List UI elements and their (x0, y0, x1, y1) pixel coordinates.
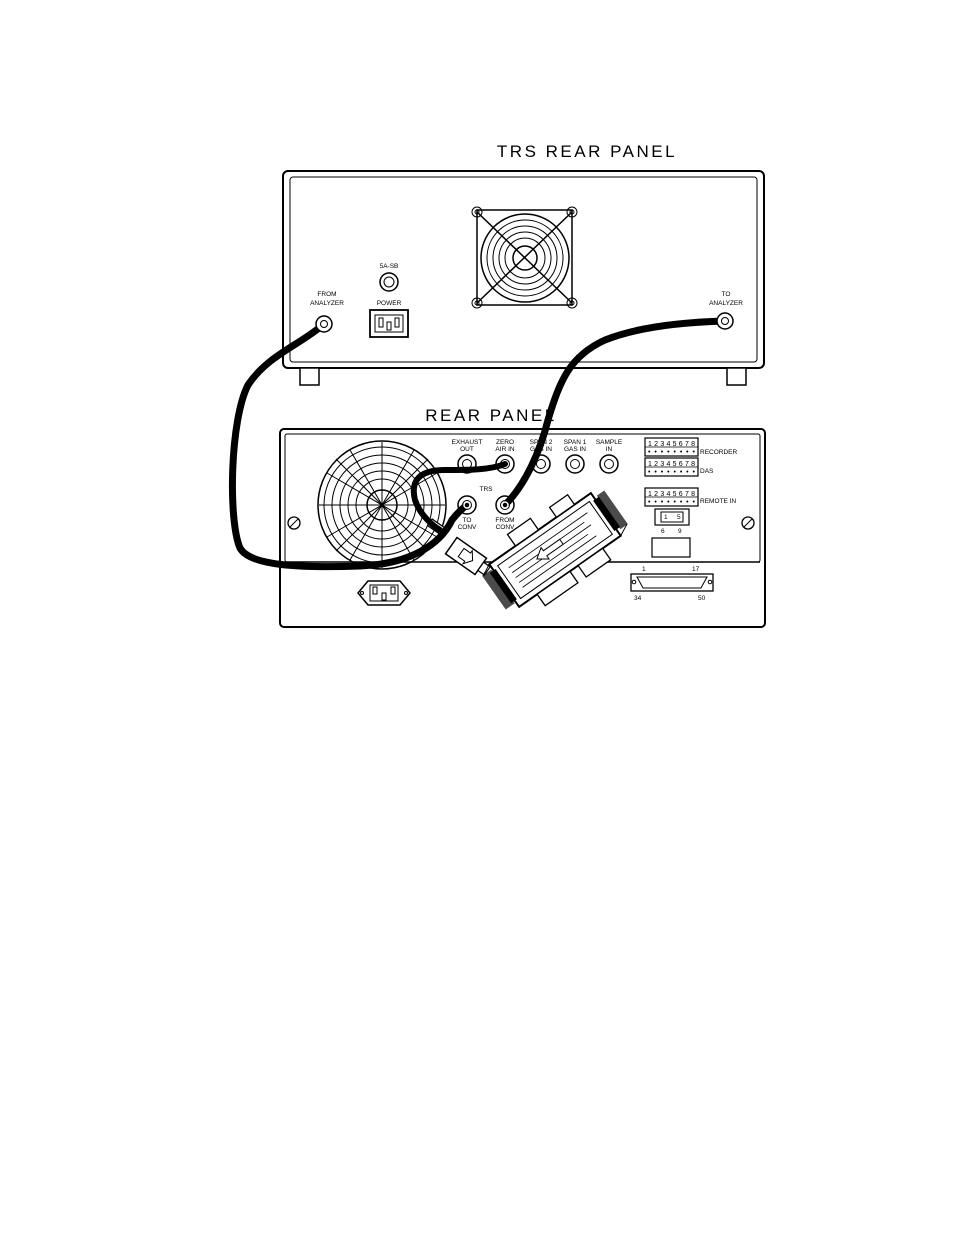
svg-text:• • • • • • • •: • • • • • • • • (648, 469, 696, 476)
trs-converter-module (482, 490, 628, 610)
tubing-loop (410, 461, 508, 533)
sample-in-label: SAMPLE (596, 439, 623, 446)
das-terminal-strip: 1 2 3 4 5 6 7 8 • • • • • • • • (644, 457, 699, 477)
from-conv-fitting-front-icon (501, 501, 509, 509)
db50-pin-1: 1 (642, 566, 646, 573)
db50-pin-50: 50 (698, 595, 706, 602)
screw-right-icon (741, 516, 755, 530)
to-conv-label: TO (463, 517, 472, 524)
trs-power-inlet-icon (369, 309, 409, 338)
trs-fuse-label: 5A-SB (380, 263, 399, 270)
trs-fuse-holder-icon (379, 272, 399, 292)
db50-pin-34: 34 (634, 595, 642, 602)
trs-to-analyzer-label: TO (722, 291, 731, 298)
trs-from-analyzer-fitting-icon (315, 315, 333, 333)
db9-pin-5: 5 (677, 514, 681, 521)
trs-panel-title: TRS REAR PANEL (497, 142, 677, 161)
db9-pin-9: 9 (678, 528, 682, 535)
das-terminal-numbers: 1 2 3 4 5 6 7 8 (648, 461, 695, 468)
to-conv-fitting-front-icon (463, 501, 471, 509)
blank-cover-plate (651, 537, 691, 558)
to-conv-label-2: CONV (458, 524, 477, 531)
db50-connector-icon (630, 573, 714, 592)
trs-to-analyzer-label-2: ANALYZER (709, 300, 743, 307)
trs-to-analyzer-fitting-icon (716, 312, 734, 330)
remote-in-label: REMOTE IN (700, 498, 736, 505)
sample-in-label-2: IN (606, 446, 613, 453)
db50-pin-17: 17 (692, 566, 700, 573)
zero-air-in-label-2: AIR IN (495, 446, 514, 453)
exhaust-out-label: EXHAUST (452, 439, 483, 446)
trs-from-analyzer-label: FROM (317, 291, 336, 298)
db9-pin-1: 1 (664, 514, 668, 521)
recorder-terminal-strip: 1 2 3 4 5 6 7 8 • • • • • • • • (644, 437, 699, 457)
analyzer-panel-title: REAR PANEL (425, 406, 556, 425)
trs-foot-left (299, 367, 320, 386)
span1-gas-in-label: SPAN 1 (564, 439, 587, 446)
remote-in-terminal-strip: 1 2 3 4 5 6 7 8 • • • • • • • • (644, 487, 699, 507)
tubing-to-analyzer (501, 317, 729, 509)
db9-connector-icon (654, 508, 690, 526)
svg-text:• • • • • • • •: • • • • • • • • (648, 449, 696, 456)
tubing-from-analyzer (228, 320, 471, 571)
exhaust-out-label-2: OUT (460, 446, 474, 453)
screw-left-icon (287, 516, 301, 530)
recorder-label: RECORDER (700, 449, 738, 456)
trs-fan-icon (471, 206, 578, 309)
trs-power-label: POWER (377, 300, 402, 307)
das-label: DAS (700, 468, 714, 475)
analyzer-fan-icon (317, 440, 447, 570)
svg-text:• • • • • • • •: • • • • • • • • (648, 499, 696, 506)
sample-in-fitting-icon (599, 454, 619, 474)
trs-foot-right (726, 367, 747, 386)
from-conv-label: FROM (495, 517, 514, 524)
remote-in-terminal-numbers: 1 2 3 4 5 6 7 8 (648, 491, 695, 498)
recorder-terminal-numbers: 1 2 3 4 5 6 7 8 (648, 441, 695, 448)
zero-air-in-label: ZERO (496, 439, 514, 446)
span1-gas-in-fitting-icon (565, 454, 585, 474)
from-conv-label-2: CONV (496, 524, 515, 531)
db9-pin-6: 6 (661, 528, 665, 535)
trs-from-analyzer-label-2: ANALYZER (310, 300, 344, 307)
span1-gas-in-label-2: GAS IN (564, 446, 586, 453)
trs-port-label: TRS (480, 486, 494, 493)
analyzer-ac-inlet-icon (357, 580, 411, 606)
